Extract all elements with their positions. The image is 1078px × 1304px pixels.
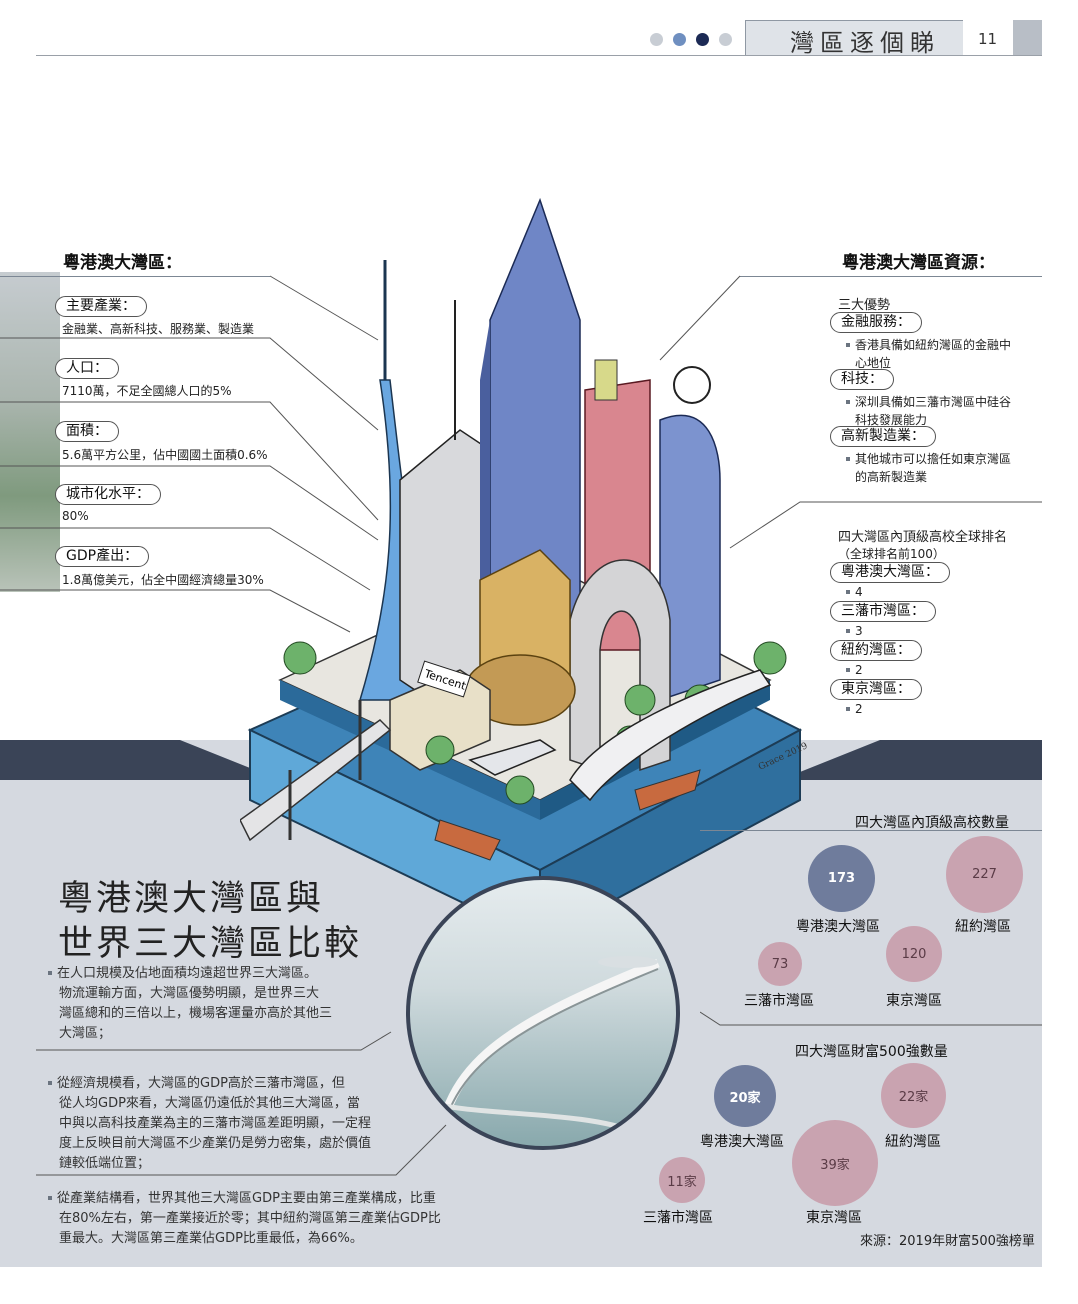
fortune-label-gba: 粵港澳大灣區 <box>700 1134 784 1150</box>
finance-desc-1: 香港具備如紐約灣區的金融中 <box>846 336 1011 353</box>
left-panel-title: 粵港澳大灣區： <box>63 253 182 273</box>
comparison-title-line1: 粵港澳大灣區與 <box>58 879 325 919</box>
univ-label-sf: 三藩市灣區 <box>744 993 814 1009</box>
univ-bubble-tokyo: 120 <box>886 926 942 982</box>
header-dot-3 <box>696 33 709 46</box>
fortune-bubble-sf: 11家 <box>659 1157 705 1203</box>
population-label: 人口： <box>55 358 119 379</box>
tech-desc-1: 深圳具備如三藩市灣區中硅谷 <box>846 393 1011 410</box>
fortune-source: 來源：2019年財富500強榜單 <box>860 1234 1035 1249</box>
header-dot-4 <box>719 33 732 46</box>
finance-desc-2: 心地位 <box>855 356 892 370</box>
ranking-sf-label: 三藩市灣區： <box>830 601 936 622</box>
manufacturing-label: 高新製造業： <box>830 426 936 447</box>
fortune-label-sf: 三藩市灣區 <box>643 1210 713 1226</box>
tech-desc-2: 科技發展能力 <box>855 413 928 427</box>
fortune-bubble-gba: 20家 <box>714 1065 776 1127</box>
univ-value-gba: 173 <box>827 871 856 886</box>
finance-label: 金融服務： <box>830 312 922 333</box>
bridge-photo <box>406 876 680 1150</box>
left-panel-rule <box>0 276 270 277</box>
univ-label-ny: 紐約灣區 <box>955 919 1011 935</box>
fortune-label-ny: 紐約灣區 <box>885 1134 941 1150</box>
manufacturing-desc-1: 其他城市可以擔任如東京灣區 <box>846 450 1011 467</box>
area-value: 5.6萬平方公里，佔中國國土面積0.6% <box>62 448 268 462</box>
univ-label-tokyo: 東京灣區 <box>886 993 942 1009</box>
univ-value-ny: 227 <box>972 867 997 882</box>
comparison-paragraph-2: 從經濟規模看，大灣區的GDP高於三藩市灣區，但 從人均GDP來看，大灣區仍遠低於… <box>48 1074 371 1174</box>
universities-chart-title: 四大灣區內頂級高校數量 <box>855 815 1009 831</box>
univ-bubble-ny: 227 <box>946 836 1023 913</box>
right-panel-title: 粵港澳大灣區資源： <box>842 253 995 273</box>
universities-leader <box>700 1011 1042 1026</box>
industry-value: 金融業、高新科技、服務業、製造業 <box>62 322 255 336</box>
univ-value-sf: 73 <box>771 956 789 972</box>
fortune-value-ny: 22家 <box>898 1090 929 1105</box>
header-title-box <box>745 20 963 56</box>
urbanization-value: 80% <box>62 509 89 523</box>
univ-bubble-sf: 73 <box>758 942 802 986</box>
population-value: 7110萬，不足全國總人口的5% <box>62 384 232 398</box>
univ-value-tokyo: 120 <box>901 946 927 962</box>
ranking-ny-value: 2 <box>846 663 863 677</box>
industry-label: 主要產業： <box>55 296 147 317</box>
ranking-sf-value: 3 <box>846 624 863 638</box>
gdp-label: GDP產出： <box>55 546 150 567</box>
ranking-gba-value: 4 <box>846 585 863 599</box>
header-rule <box>36 55 1042 56</box>
section-title: 灣區逐個睇 <box>790 29 940 57</box>
panel-dark-band <box>0 740 1042 780</box>
header-dot-2 <box>673 33 686 46</box>
right-leader-lines <box>659 275 1042 549</box>
tech-label: 科技： <box>830 369 894 390</box>
advantages-heading: 三大優勢 <box>838 298 891 313</box>
ranking-heading: 四大灣區內頂級高校全球排名 <box>838 530 1008 545</box>
paragraph-2-leader <box>36 1124 447 1176</box>
page-number: 11 <box>978 30 998 48</box>
manufacturing-desc-2: 的高新製造業 <box>855 470 928 484</box>
universities-chart-rule <box>700 830 1042 831</box>
comparison-title-line2: 世界三大灣區比較 <box>58 924 363 964</box>
fortune-chart-title: 四大灣區財富500強數量 <box>795 1044 948 1060</box>
area-label: 面積： <box>55 421 119 442</box>
left-leader-lines <box>0 275 379 633</box>
fortune-label-tokyo: 東京灣區 <box>806 1210 862 1226</box>
fortune-value-sf: 11家 <box>667 1174 697 1190</box>
univ-label-gba: 粵港澳大灣區 <box>796 919 880 935</box>
fortune-bubble-ny: 22家 <box>881 1063 946 1128</box>
comparison-paragraph-1: 在人口規模及佔地面積均遠超世界三大灣區。 物流運輸方面，大灣區優勢明顯，是世界三… <box>48 964 332 1044</box>
ranking-gba-label: 粵港澳大灣區： <box>830 562 950 583</box>
aerial-photo-strip <box>0 272 60 592</box>
gdp-value: 1.8萬億美元，佔全中國經濟總量30% <box>62 573 264 587</box>
urbanization-label: 城市化水平： <box>55 484 161 505</box>
header-tab <box>1013 20 1042 56</box>
comparison-paragraph-3: 從產業結構看，世界其他三大灣區GDP主要由第三產業構成，比重 在80%左右，第一… <box>48 1189 441 1249</box>
ranking-tokyo-label: 東京灣區： <box>830 679 922 700</box>
ranking-tokyo-value: 2 <box>846 702 863 716</box>
univ-bubble-gba: 173 <box>808 845 875 912</box>
city-illustration: Tencent Grace 2019 <box>240 197 810 942</box>
ranking-subheading: （全球排名前100） <box>838 547 945 561</box>
ranking-ny-label: 紐約灣區： <box>830 640 922 661</box>
paragraph-1-leader <box>36 1031 392 1051</box>
right-panel-rule <box>740 276 1042 277</box>
fortune-value-gba: 20家 <box>729 1090 761 1106</box>
header-dot-1 <box>650 33 663 46</box>
fortune-bubble-tokyo: 39家 <box>792 1120 878 1206</box>
fortune-value-tokyo: 39家 <box>820 1157 850 1173</box>
